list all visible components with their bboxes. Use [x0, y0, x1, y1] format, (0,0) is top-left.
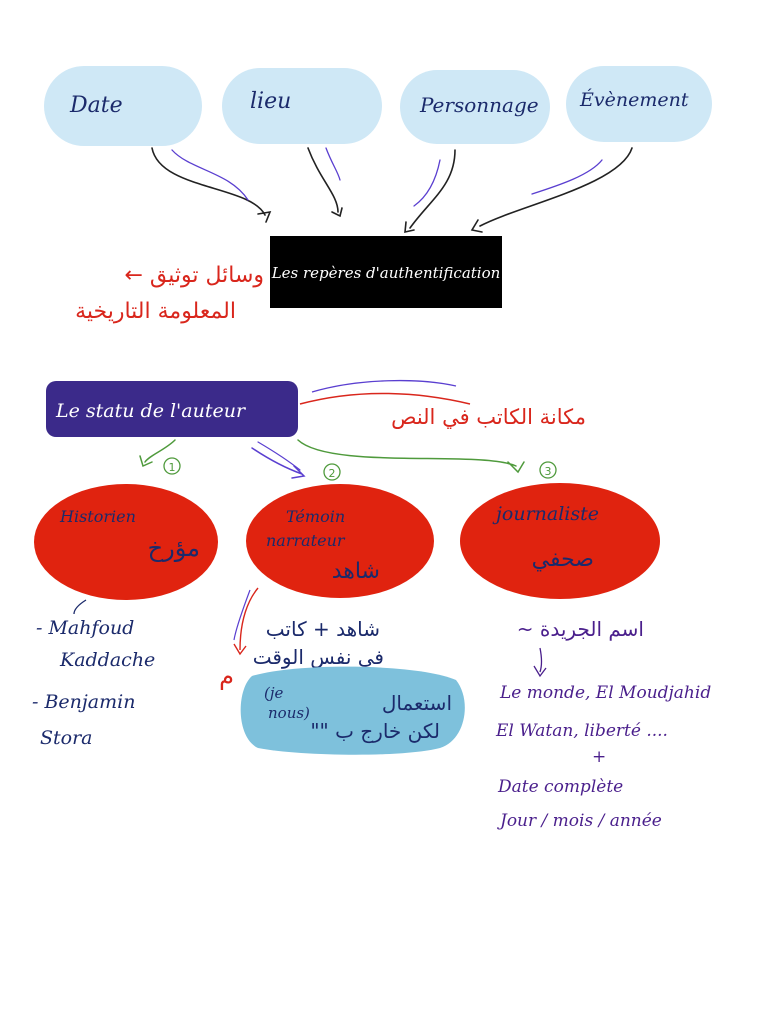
- connector-accent-author-note: [311, 379, 457, 393]
- speech-fr-1: (je: [264, 684, 284, 702]
- pill-label-personnage: Personnage: [419, 93, 539, 117]
- connector-accent-evenement: [531, 159, 603, 195]
- pill-label-evenement: Évènement: [579, 88, 689, 111]
- connector-arrow-historien: [139, 439, 176, 468]
- connector-arrow-evenement: [470, 147, 633, 233]
- connector-arrow-historian-examples: [73, 599, 87, 615]
- witness-side-ar: م: [219, 662, 234, 690]
- journal-example-3: +: [592, 747, 606, 767]
- author-box-label: Le statu de l'auteur: [55, 400, 247, 422]
- author-box: [46, 381, 298, 437]
- circled-number-2-label: 2: [329, 467, 336, 480]
- circled-number-1-label: 1: [169, 461, 176, 474]
- witness-note-ar-2: في نفس الوقت: [253, 645, 384, 670]
- connector-arrow-temoin: [251, 447, 306, 479]
- oval-temoin-fr-1: Témoin: [286, 507, 345, 526]
- connector-arrow-personnage: [404, 149, 456, 234]
- arabic-central-note-line2: المعلومة التاريخية: [75, 299, 236, 324]
- oval-journaliste: [460, 483, 660, 599]
- journal-example-5: Jour / mois / année: [497, 811, 662, 831]
- witness-note-ar-1: شاهد + كاتب: [266, 617, 380, 641]
- arabic-central-note-line1: وسائل توثيق ←: [124, 263, 264, 288]
- connector-arrow-journaliste: [297, 439, 525, 474]
- arabic-author-note: مكانة الكاتب في النص: [391, 405, 586, 429]
- oval-historien-fr: Historien: [59, 507, 136, 526]
- circled-number-1: [163, 457, 181, 475]
- journal-example-1: Le monde, El Moudjahid: [499, 683, 711, 703]
- speech-fr-2: nous): [268, 704, 310, 722]
- connector-accent-temoin: [257, 441, 301, 471]
- journal-example-4: Date complète: [497, 777, 623, 797]
- central-box-label: Les repères d'authentification: [271, 264, 501, 282]
- historian-example-3: - Benjamin: [32, 691, 135, 713]
- top-pills: Date lieu Personnage Évènement: [44, 66, 712, 146]
- connector-accent-personnage: [413, 159, 441, 207]
- pill-personnage: [400, 70, 550, 144]
- journal-note-ar: اسم الجريدة ~: [517, 617, 644, 641]
- oval-temoin-ar: شاهد: [332, 559, 380, 584]
- branch-connectors: [139, 439, 525, 479]
- circled-number-3: [539, 461, 557, 479]
- connector-accent-date: [171, 149, 249, 201]
- oval-temoin: [246, 484, 434, 598]
- historian-example-2: Kaddache: [59, 649, 155, 671]
- oval-historien: [34, 484, 218, 600]
- pill-label-lieu: lieu: [250, 89, 291, 114]
- pill-date: [44, 66, 202, 146]
- pill-label-date: Date: [69, 93, 123, 118]
- circled-number-2: [323, 463, 341, 481]
- historian-example-1: - Mahfoud: [36, 617, 134, 639]
- pill-evenement: [566, 66, 712, 142]
- top-connectors: [151, 147, 633, 234]
- oval-journaliste-ar: صحفي: [532, 547, 594, 572]
- journal-example-2: El Watan, liberté ....: [495, 721, 668, 741]
- oval-historien-ar: مؤرخ: [148, 534, 200, 562]
- oval-temoin-fr-2: narrateur: [266, 531, 346, 550]
- speech-ar-2: لكن خارج ب "": [310, 719, 440, 743]
- connector-arrow-journal: [533, 647, 547, 678]
- connector-arrow-date: [151, 147, 272, 223]
- circled-number-3-label: 3: [545, 465, 552, 478]
- connector-arrow-author-note: [299, 392, 471, 405]
- connector-accent-lieu: [325, 147, 341, 181]
- connector-arrow-witness-side: [233, 587, 259, 656]
- pill-lieu: [222, 68, 382, 144]
- historian-example-4: Stora: [40, 727, 93, 749]
- speech-ar-1: استعمال: [382, 691, 452, 715]
- speech-blob: [240, 666, 465, 755]
- connector-accent-witness-side: [233, 589, 251, 641]
- central-box: [270, 236, 502, 308]
- circled-numbers: 1 2 3: [163, 457, 557, 481]
- oval-journaliste-fr: journaliste: [492, 503, 599, 525]
- connector-arrow-lieu: [307, 147, 343, 218]
